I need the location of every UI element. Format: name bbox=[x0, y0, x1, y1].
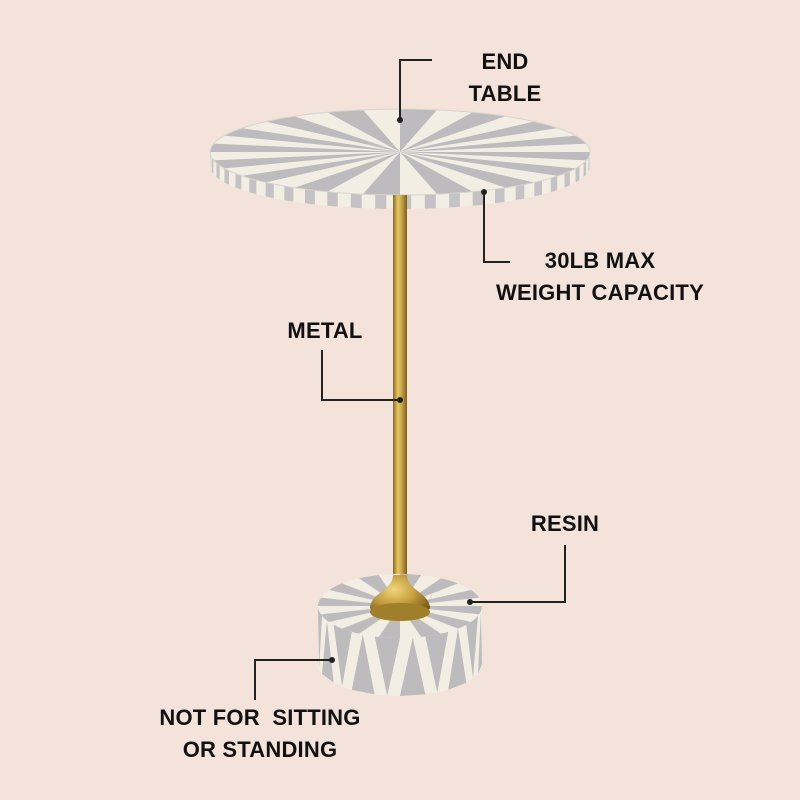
edge-stripe bbox=[265, 182, 274, 199]
edge-stripe bbox=[327, 191, 338, 207]
resin-line1: RESIN bbox=[530, 511, 600, 536]
callout-dots bbox=[329, 117, 487, 663]
resin-callout: RESIN bbox=[515, 508, 615, 540]
edge-stripe bbox=[424, 194, 436, 209]
end-table-leader bbox=[399, 59, 432, 120]
edge-stripe bbox=[235, 173, 242, 190]
edge-stripe bbox=[564, 171, 570, 188]
brass-foot bbox=[370, 575, 430, 621]
weight-line1: 30LB MAX bbox=[544, 248, 656, 273]
base-triangle bbox=[466, 615, 478, 679]
edge-stripe bbox=[284, 186, 294, 202]
base-triangle bbox=[322, 620, 334, 683]
warning-line2: OR STANDING bbox=[182, 737, 338, 762]
base-triangle bbox=[400, 637, 426, 696]
metal-callout: METAL bbox=[270, 315, 380, 347]
edge-stripe bbox=[375, 194, 387, 209]
callout-lines bbox=[254, 59, 566, 700]
weight-capacity-callout: 30LB MAX WEIGHT CAPACITY bbox=[470, 245, 730, 309]
base-triangle bbox=[448, 628, 467, 690]
base-triangle bbox=[333, 624, 352, 687]
warning-callout: NOT FOR SITTING OR STANDING bbox=[135, 702, 385, 766]
metal-leader bbox=[321, 350, 400, 401]
warning-leader bbox=[254, 659, 332, 700]
edge-stripe bbox=[350, 193, 362, 209]
edge-stripe bbox=[575, 166, 580, 183]
base-triangle bbox=[425, 631, 449, 693]
edge-stripe bbox=[224, 168, 230, 185]
edge-stripe bbox=[534, 180, 543, 197]
warning-line1: NOT FOR SITTING bbox=[159, 705, 361, 730]
edge-stripe bbox=[588, 155, 590, 172]
brass-pole bbox=[393, 195, 407, 590]
weight-line2: WEIGHT CAPACITY bbox=[496, 280, 704, 305]
edge-stripe bbox=[249, 178, 257, 195]
base-triangle bbox=[477, 611, 482, 674]
edge-stripe bbox=[583, 160, 587, 178]
edge-stripe bbox=[550, 176, 558, 193]
edge-stripe bbox=[495, 187, 505, 204]
edge-stripe bbox=[515, 184, 525, 201]
base-triangle bbox=[318, 606, 323, 670]
starburst-ray bbox=[400, 152, 590, 163]
edge-stripe bbox=[216, 163, 220, 180]
end-table-callout: END TABLE bbox=[440, 46, 570, 110]
base-triangle bbox=[374, 636, 400, 696]
resin-leader bbox=[470, 545, 566, 603]
edge-stripe bbox=[449, 192, 460, 208]
edge-stripe bbox=[472, 190, 483, 206]
weight-leader bbox=[483, 192, 510, 263]
end-table-line1: END bbox=[481, 49, 529, 74]
edge-stripe bbox=[305, 189, 315, 205]
edge-stripe bbox=[211, 157, 214, 175]
end-table-line2: TABLE bbox=[468, 81, 542, 106]
metal-line1: METAL bbox=[287, 318, 363, 343]
starburst-ray bbox=[210, 141, 400, 152]
base-triangle bbox=[351, 634, 375, 695]
